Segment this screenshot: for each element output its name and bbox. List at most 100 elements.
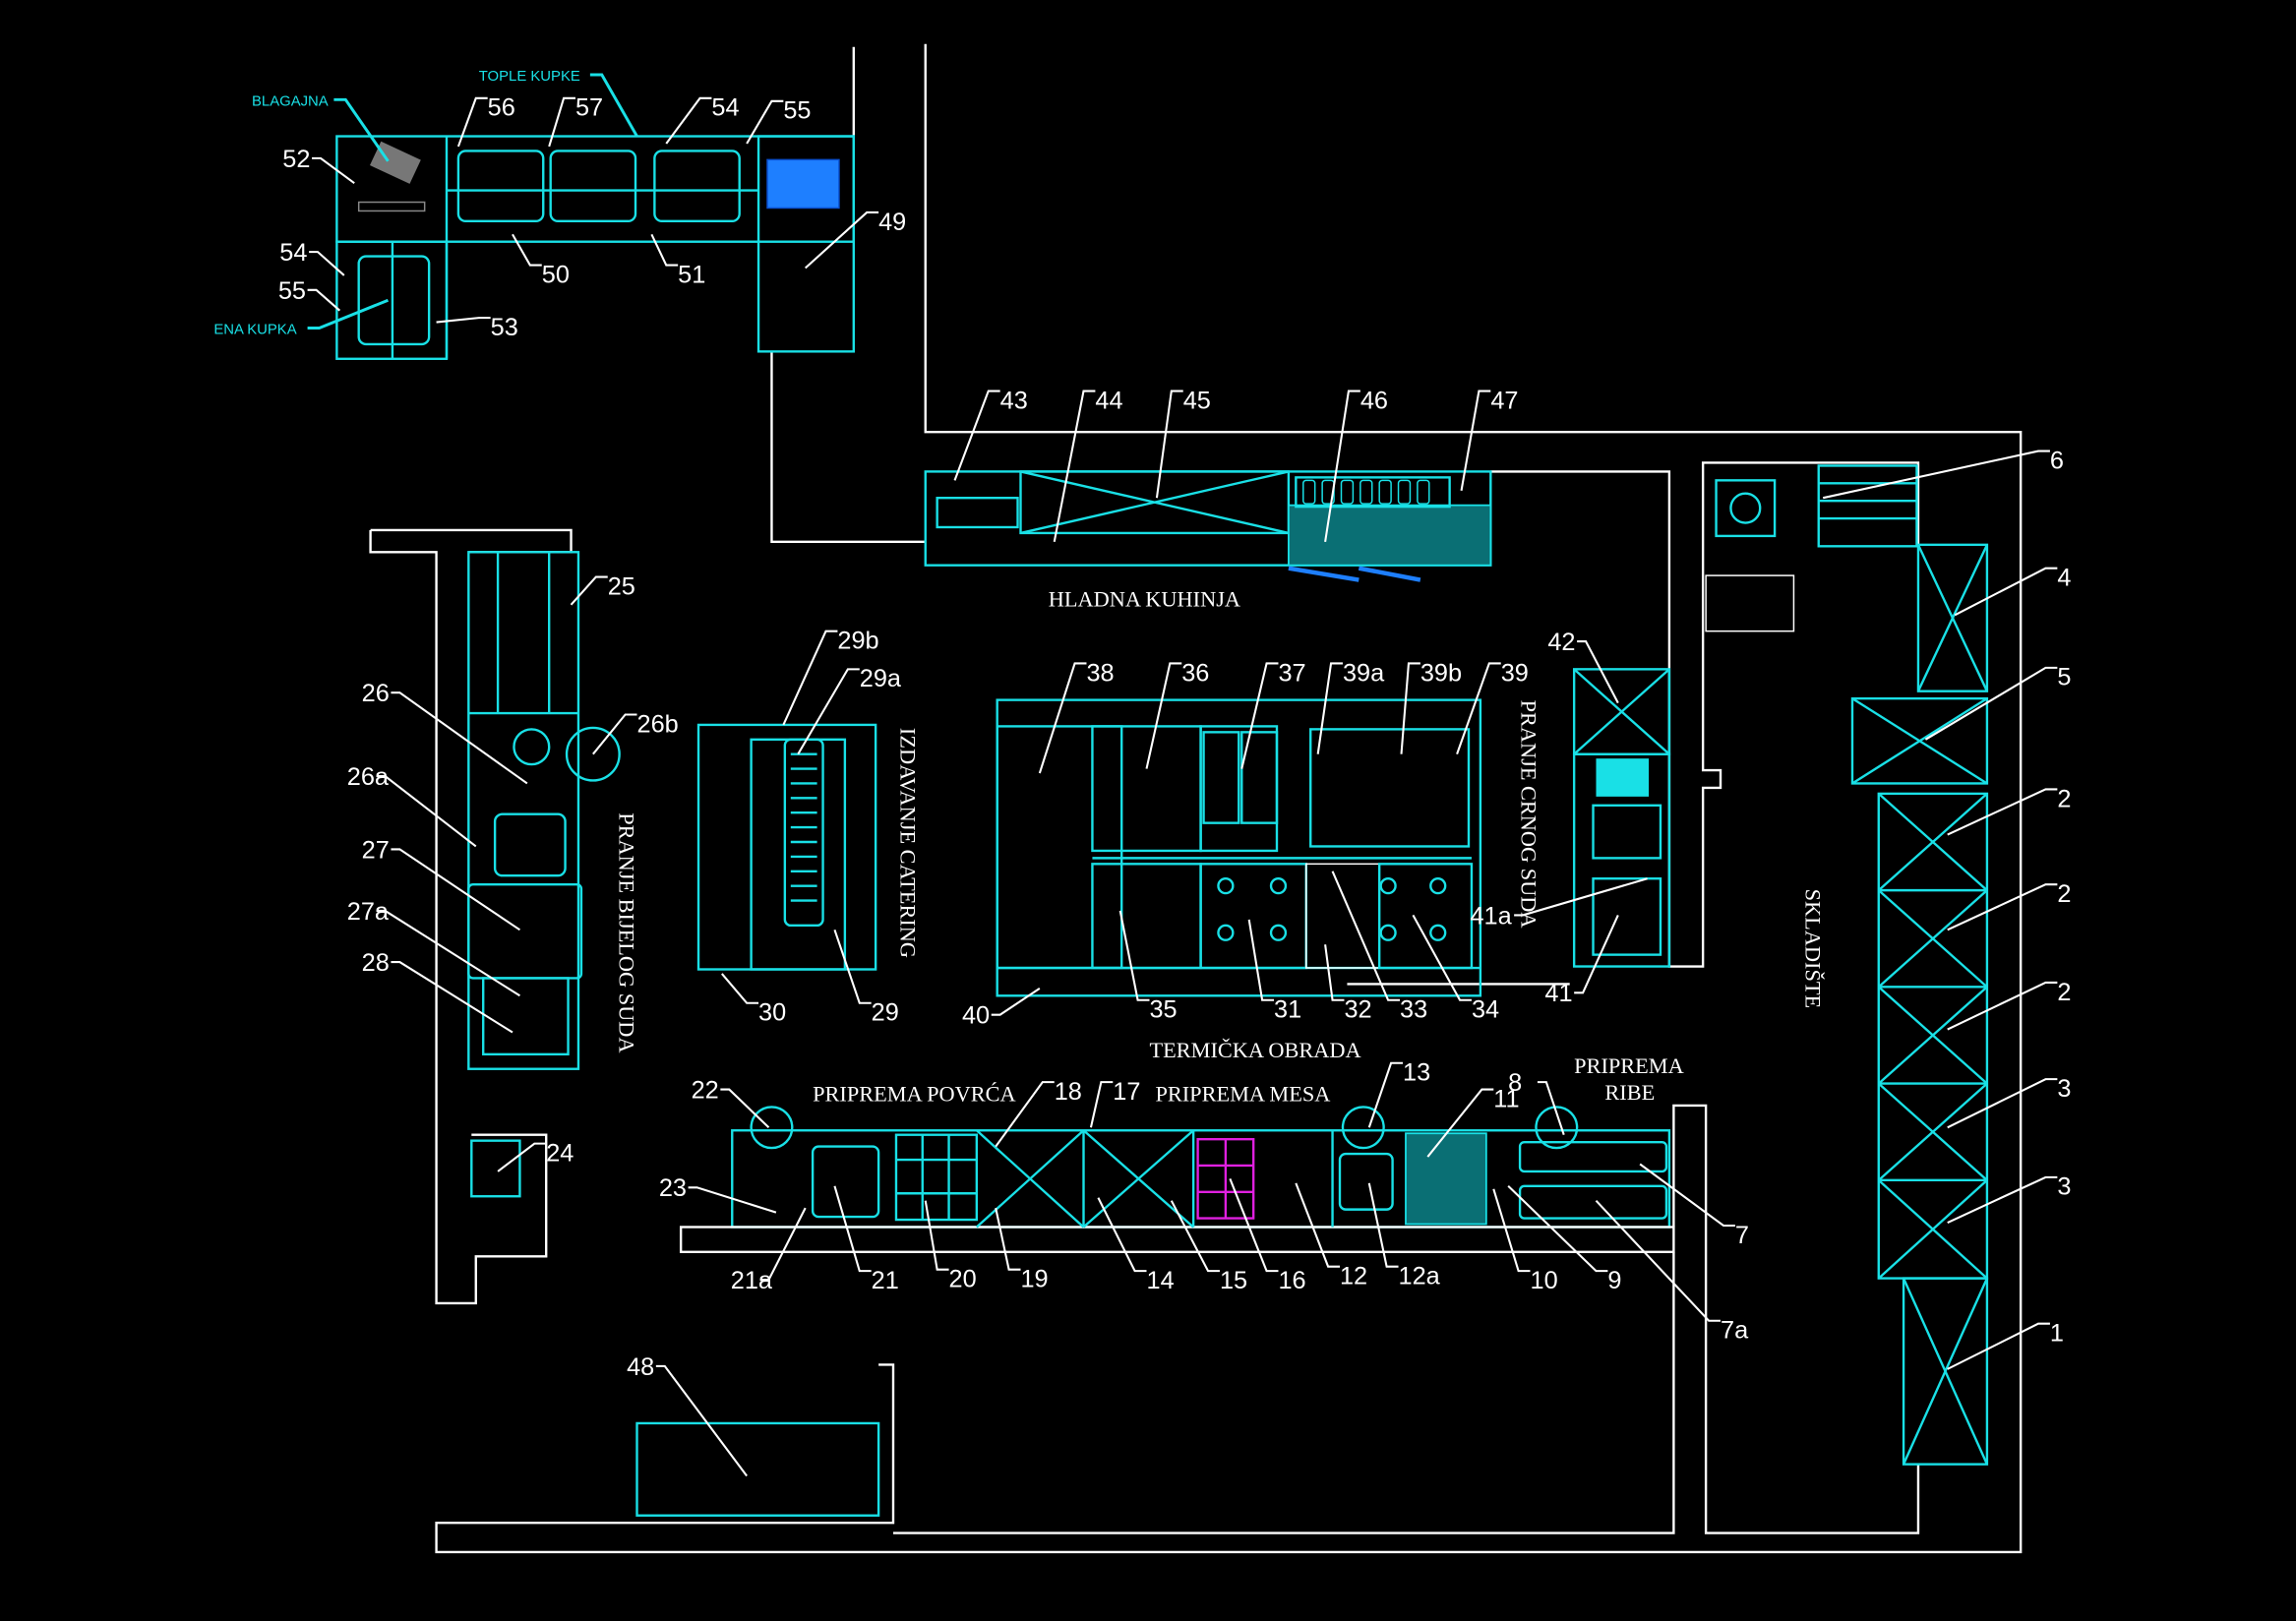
callout: 13 [1367, 1059, 1430, 1128]
callout-number: 21a [731, 1267, 773, 1294]
leader-line [1331, 871, 1401, 1001]
note-label: BLAGAJNA [252, 93, 329, 109]
section-priprema-ribe-line1: PRIPREMA [1574, 1053, 1684, 1078]
callout-number: 5 [2057, 664, 2071, 691]
callout: 39a [1316, 659, 1385, 754]
callout: 28 [362, 949, 514, 1034]
leader-line [1947, 1175, 2058, 1224]
callout: 7a [1595, 1199, 1749, 1345]
callout: 56 [456, 94, 515, 148]
leader-line [1097, 1197, 1147, 1273]
leader-line [1537, 1081, 1565, 1136]
leader-line [307, 288, 341, 312]
leader-line [1822, 450, 2050, 500]
catering-area [696, 723, 877, 971]
callout-number: 40 [962, 1002, 990, 1030]
callout: 50 [512, 233, 570, 288]
callout-number: 39b [1420, 659, 1462, 687]
callout-number: 55 [278, 277, 306, 305]
leader-line [497, 1142, 547, 1172]
callout: 35 [1118, 910, 1178, 1024]
leader-line [1947, 1078, 2058, 1129]
leader-line [924, 1200, 949, 1271]
callout-number: 29b [837, 628, 878, 655]
leader-line [1053, 390, 1096, 543]
callout-number: 18 [1055, 1078, 1082, 1106]
callout: 11 [1426, 1085, 1520, 1158]
equipment-48 [635, 1421, 880, 1517]
callout: 55 [746, 97, 811, 145]
callout-number: 9 [1607, 1267, 1621, 1294]
callout-number: 3 [2057, 1075, 2071, 1103]
callout: 54 [279, 239, 345, 276]
callout-number: 2 [2057, 979, 2071, 1006]
callout-number: 41 [1544, 980, 1572, 1007]
callout-number: 46 [1360, 387, 1388, 414]
callout-number: 38 [1086, 659, 1114, 687]
leader-line [1456, 662, 1501, 755]
leader-line [655, 1364, 748, 1477]
callout-number: 39 [1501, 659, 1529, 687]
callout-number: 6 [2050, 447, 2064, 474]
callout: 22 [692, 1076, 770, 1129]
leader-line [1038, 662, 1087, 774]
callout-number: 19 [1020, 1266, 1048, 1293]
callout: 52 [282, 146, 355, 185]
leader-line [782, 630, 838, 726]
leader-line [759, 1207, 807, 1282]
callout-number: 1 [2050, 1320, 2064, 1348]
callout: 15 [1170, 1200, 1247, 1294]
callout: 41a [1470, 877, 1648, 930]
callout-number: 47 [1490, 387, 1518, 414]
callout-number: 30 [758, 999, 786, 1027]
callout-number: 43 [1000, 387, 1028, 414]
leader-line [1295, 1182, 1340, 1268]
callout: 39 [1456, 659, 1529, 755]
pot-wash-area [1572, 668, 1671, 968]
callout-number: 17 [1113, 1078, 1140, 1106]
callout: 10 [1492, 1188, 1558, 1294]
leader-line [995, 1207, 1021, 1271]
callout: 34 [1412, 914, 1499, 1024]
leader-line [1460, 390, 1491, 491]
callout: 27 [362, 836, 521, 931]
callout: 7 [1639, 1163, 1749, 1249]
leader-line [746, 99, 784, 145]
leader-line [720, 1088, 770, 1129]
callout-number: 25 [608, 572, 635, 600]
leader-line [391, 848, 521, 931]
callout-number: 14 [1147, 1267, 1175, 1294]
leader-line [592, 713, 637, 755]
section-pranje-bijelog-suda: PRANJE BIJELOG SUDA [615, 812, 639, 1052]
callout: 41 [1544, 914, 1619, 1007]
callout-number: 16 [1278, 1267, 1305, 1294]
leader-line [797, 668, 860, 755]
callout: 31 [1247, 919, 1301, 1024]
leader-line [650, 233, 679, 267]
callout: 3 [1947, 1075, 2071, 1129]
callout: 40 [962, 987, 1041, 1030]
callout-number: 36 [1181, 659, 1209, 687]
leader-line [1155, 390, 1183, 499]
callout-number: 8 [1508, 1069, 1522, 1097]
leader-line [376, 909, 520, 997]
callout-number: 56 [488, 94, 515, 122]
leader-line [1412, 914, 1472, 1001]
leader-line [391, 961, 514, 1034]
callout: 38 [1038, 659, 1115, 774]
leader-line [1089, 1081, 1114, 1128]
leader-line [1947, 883, 2058, 931]
leader-line [548, 96, 575, 148]
section-labels: HLADNA KUHINJA TERMIČKA OBRADA PRIPREMA … [615, 586, 1827, 1106]
note-leader [307, 298, 390, 330]
callout-number: 35 [1149, 996, 1177, 1024]
callout-number: 55 [783, 97, 811, 125]
preparation-counter [679, 1106, 1675, 1253]
callout-number: 41a [1470, 902, 1512, 930]
callout: 37 [1240, 659, 1306, 769]
callout-number: 12a [1399, 1263, 1441, 1291]
callout: 2 [1947, 880, 2071, 931]
